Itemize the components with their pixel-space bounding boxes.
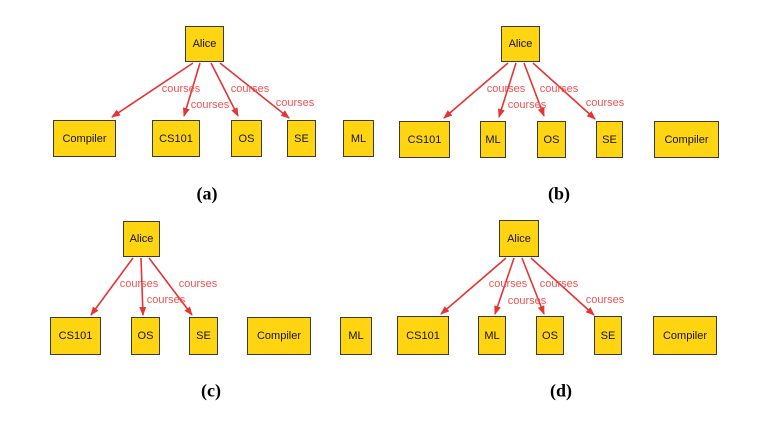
panel-a: Alice Compiler CS101 OS SE ML courses co… <box>0 0 384 213</box>
edge-label: courses <box>539 278 579 290</box>
edge-arrow <box>182 62 201 117</box>
panel-b: Alice CS101 ML OS SE Compiler courses co… <box>384 0 768 213</box>
edge-arrow <box>210 62 239 117</box>
edge-arrow <box>219 62 290 119</box>
edge-arrow <box>111 62 194 118</box>
node-ml: ML <box>480 121 506 158</box>
node-os: OS <box>537 121 566 158</box>
edge-label: courses <box>488 278 528 290</box>
panel-d: Alice CS101 ML OS SE Compiler courses co… <box>384 212 768 425</box>
node-se: SE <box>596 121 623 158</box>
node-compiler: Compiler <box>53 120 116 157</box>
node-cs101: CS101 <box>399 121 450 158</box>
node-ml: ML <box>343 120 374 157</box>
edge-arrow <box>521 257 545 315</box>
edge-label: courses <box>507 99 547 111</box>
node-ml: ML <box>340 317 372 355</box>
node-compiler: Compiler <box>653 316 717 355</box>
edge-arrow <box>148 257 193 316</box>
edge-label: courses <box>585 294 625 306</box>
node-cs101: CS101 <box>50 317 101 355</box>
edge-arrow <box>139 257 147 316</box>
node-se: SE <box>287 120 316 157</box>
node-os: OS <box>536 316 564 355</box>
panel-caption: (a) <box>196 183 218 204</box>
edges-layer <box>443 62 596 120</box>
node-os: OS <box>231 120 262 157</box>
edge-label: courses <box>486 83 526 95</box>
edge-arrow <box>530 257 595 316</box>
panel-caption: (c) <box>201 380 221 401</box>
node-ml: ML <box>478 316 506 355</box>
node-se: SE <box>189 317 218 355</box>
edge-label: courses <box>178 278 218 290</box>
edge-arrow <box>498 62 517 118</box>
edge-arrow <box>532 62 596 120</box>
panel-caption: (d) <box>550 380 572 401</box>
edge-arrow <box>90 257 134 316</box>
edge-label: courses <box>275 97 315 109</box>
node-alice: Alice <box>499 220 539 257</box>
node-cs101: CS101 <box>152 120 200 157</box>
edges-layer <box>111 62 290 119</box>
node-cs101: CS101 <box>397 316 449 355</box>
edge-label: courses <box>161 83 201 95</box>
edge-label: courses <box>146 294 186 306</box>
node-se: SE <box>594 316 622 355</box>
node-compiler: Compiler <box>654 121 719 158</box>
panel-caption: (b) <box>548 183 570 204</box>
edge-arrow <box>494 257 515 315</box>
edge-label: courses <box>507 295 547 307</box>
panel-c: Alice CS101 OS SE Compiler ML courses co… <box>0 212 384 425</box>
edge-arrow <box>440 257 507 315</box>
edge-label: courses <box>190 99 230 111</box>
edge-label: courses <box>539 83 579 95</box>
edge-arrow <box>523 62 545 117</box>
edge-label: courses <box>230 83 270 95</box>
edge-label: courses <box>119 278 159 290</box>
edge-label: courses <box>585 97 625 109</box>
node-alice: Alice <box>123 221 160 257</box>
node-os: OS <box>131 317 160 355</box>
edges-layer <box>90 257 193 316</box>
edge-arrow <box>443 62 509 119</box>
node-alice: Alice <box>501 26 540 62</box>
edges-layer <box>440 257 595 316</box>
node-compiler: Compiler <box>247 317 311 355</box>
node-alice: Alice <box>185 26 224 62</box>
